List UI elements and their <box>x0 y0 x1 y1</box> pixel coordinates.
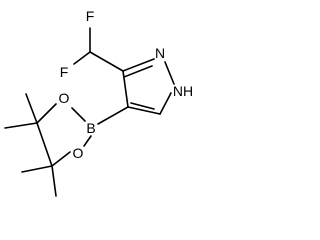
bond-chf2-ring <box>89 51 124 72</box>
atom-boron: B <box>86 120 95 136</box>
bond-c5-c4-inner <box>130 102 155 110</box>
atom-nitrogen: N <box>155 45 165 61</box>
bond-c4-c3 <box>122 70 129 108</box>
bond-b-o-lower <box>83 135 92 147</box>
bond-chf2-f-left <box>73 51 91 65</box>
atom-fluorine-left: F <box>60 64 69 80</box>
bond-c-c <box>36 122 53 167</box>
atom-oxygen-lower: O <box>73 145 84 161</box>
bond-c3-n2-outer <box>122 58 155 72</box>
bond-c3-n2-inner <box>123 65 153 78</box>
bond-n1-c5 <box>159 92 172 115</box>
bond-n2-n1 <box>164 61 175 85</box>
atom-oxygen-upper: O <box>59 90 70 106</box>
bond-c4-b <box>97 106 129 125</box>
bond-o-upper-c <box>36 103 57 124</box>
atom-fluorine-top: F <box>86 8 95 24</box>
atom-nh: NH <box>173 83 193 99</box>
bond-methyl-1 <box>25 93 38 124</box>
bond-o-lower-c <box>51 151 71 167</box>
bond-methyl-2 <box>4 122 38 129</box>
bond-methyl-4 <box>51 165 57 197</box>
bond-methyl-3 <box>21 165 53 173</box>
chemical-structure-diagram: F F N NH B O O <box>4 8 193 197</box>
bond-b-o-upper <box>71 107 86 122</box>
bond-c5-c4-outer <box>127 106 161 115</box>
